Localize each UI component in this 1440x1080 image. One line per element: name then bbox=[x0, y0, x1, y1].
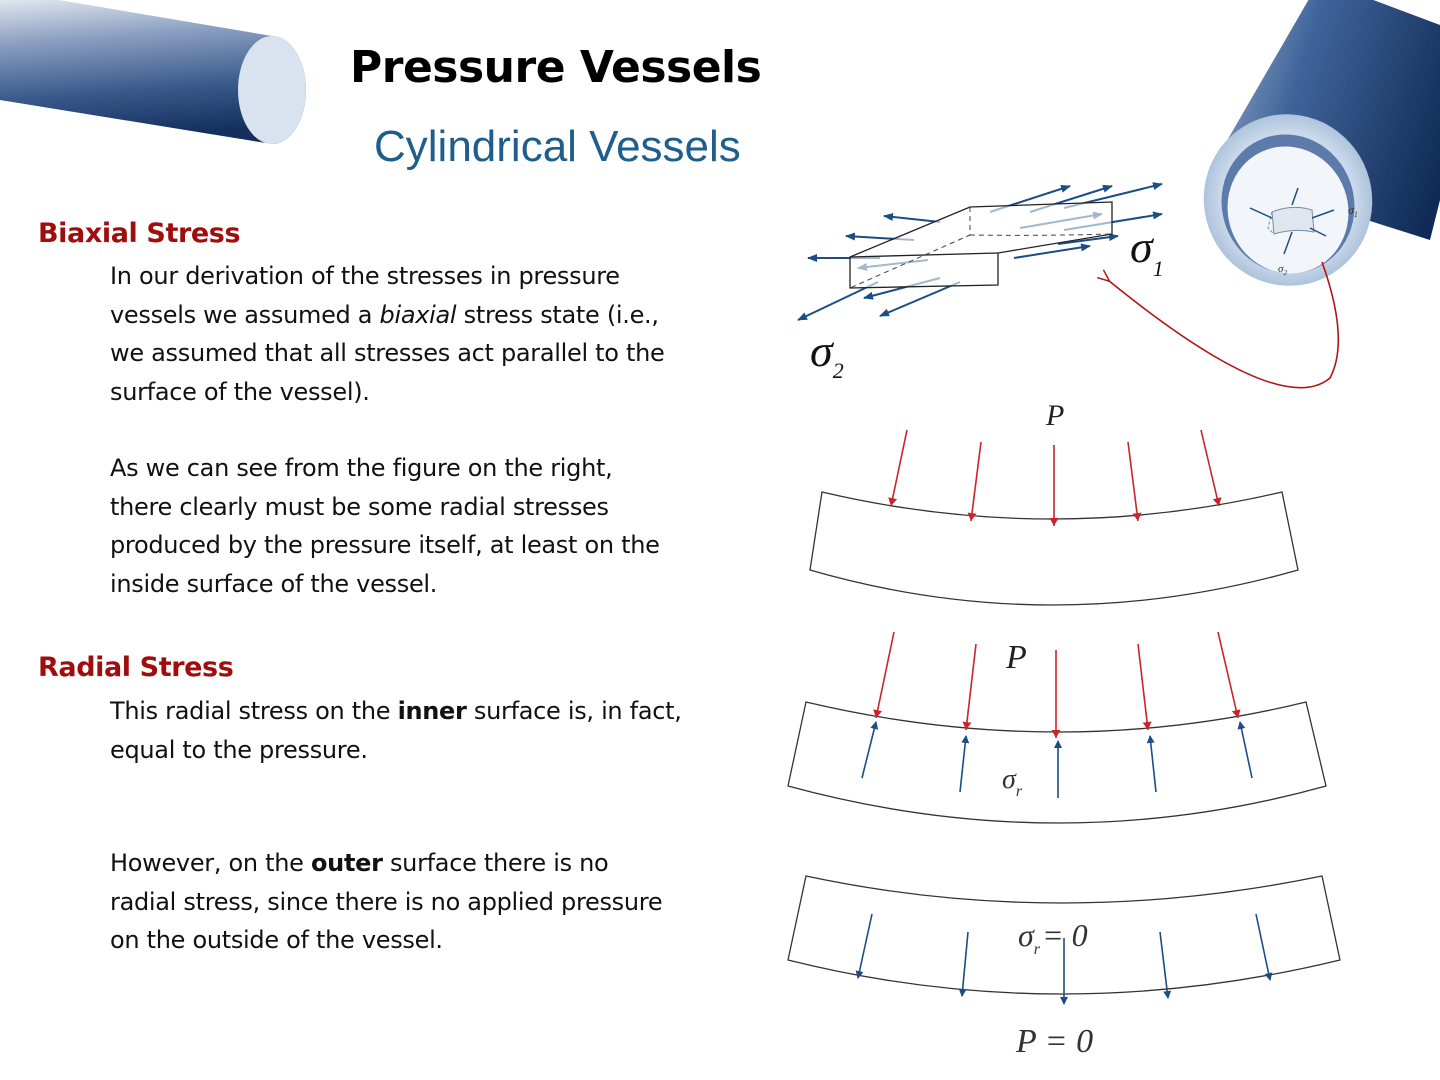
outer-surface-panel: σr= 0 P = 0 bbox=[787, 875, 1341, 1060]
emphasis-biaxial: biaxial bbox=[379, 300, 457, 329]
pressure-zero-label: P = 0 bbox=[1015, 1023, 1093, 1060]
text-line: there clearly must be some radial stress… bbox=[110, 492, 609, 521]
pressure-panel: P bbox=[809, 399, 1299, 606]
stress-diagram: σ1 σ2 P P σr bbox=[787, 182, 1341, 1060]
text-line: we assumed that all stresses act paralle… bbox=[110, 339, 665, 367]
cylinder-illustration bbox=[0, 0, 306, 144]
hollow-cylinder-illustration: σ1 σ2 bbox=[1203, 0, 1440, 286]
sigma-r-label: σr bbox=[1002, 764, 1023, 800]
text-line: radial stress, since there is no applied… bbox=[110, 887, 663, 916]
biaxial-heading: Biaxial Stress bbox=[38, 218, 241, 249]
tube-sigma1-label: σ1 bbox=[1348, 203, 1358, 219]
text-line: equal to the pressure. bbox=[110, 735, 368, 764]
radial-paragraph-2: However, on the outer surface there is n… bbox=[110, 844, 750, 960]
text-line: As we can see from the figure on the rig… bbox=[110, 454, 613, 482]
radial-heading: Radial Stress bbox=[38, 652, 234, 683]
emphasis-inner: inner bbox=[397, 697, 467, 725]
sigma2-label: σ2 bbox=[810, 325, 844, 383]
radial-paragraph-1: This radial stress on the inner surface … bbox=[110, 692, 750, 769]
text-line: This radial stress on the inner surface … bbox=[110, 697, 682, 725]
sigma1-label: σ1 bbox=[1130, 221, 1164, 281]
text-line: produced by the pressure itself, at leas… bbox=[110, 531, 660, 559]
sigma-r-zero-label: σr= 0 bbox=[1018, 917, 1088, 958]
text-line: However, on the outer surface there is n… bbox=[110, 849, 609, 877]
biaxial-paragraph-1: In our derivation of the stresses in pre… bbox=[110, 257, 750, 411]
page-title: Pressure Vessels bbox=[350, 42, 762, 93]
pressure-label-top: P bbox=[1045, 399, 1064, 432]
emphasis-outer: outer bbox=[310, 849, 383, 877]
text-line: inside surface of the vessel. bbox=[110, 569, 438, 598]
page-subtitle: Cylindrical Vessels bbox=[374, 122, 741, 171]
text-line: on the outside of the vessel. bbox=[110, 926, 443, 954]
tube-sigma2-label: σ2 bbox=[1278, 263, 1287, 277]
pressure-label-mid: P bbox=[1005, 639, 1027, 676]
biaxial-paragraph-2: As we can see from the figure on the rig… bbox=[110, 449, 750, 603]
text-line: vessels we assumed a biaxial stress stat… bbox=[110, 300, 659, 329]
text-line: surface of the vessel). bbox=[110, 377, 370, 406]
radial-stress-panel: P σr bbox=[787, 631, 1327, 824]
text-line: In our derivation of the stresses in pre… bbox=[110, 262, 620, 290]
connector-arrow bbox=[1108, 261, 1340, 389]
stress-element bbox=[797, 182, 1163, 321]
